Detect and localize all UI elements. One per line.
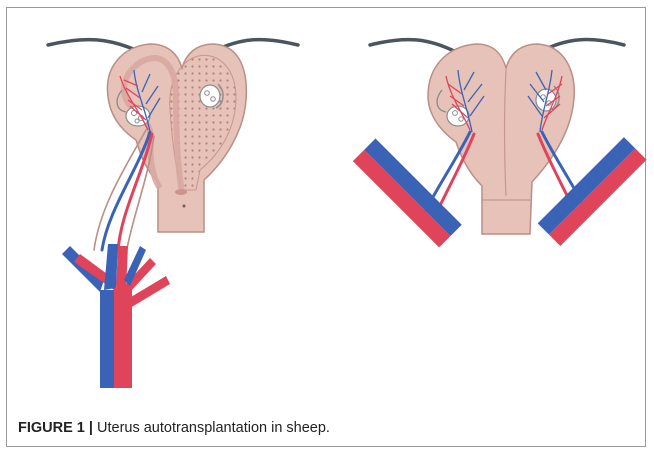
left-fallopian-tube-icon (370, 40, 456, 52)
left-fallopian-tube-icon (48, 40, 140, 52)
panel-right-transplanted-uterus (353, 40, 647, 248)
aorta-vena-cava-icon (62, 244, 170, 388)
figure-caption-text: Uterus autotransplantation in sheep. (97, 420, 330, 436)
panel-left-native-uterus (48, 40, 298, 388)
descending-vessels-icon (94, 130, 154, 254)
figure-label: FIGURE 1 | (18, 420, 93, 436)
figure-caption: FIGURE 1 | Uterus autotransplantation in… (18, 420, 330, 436)
